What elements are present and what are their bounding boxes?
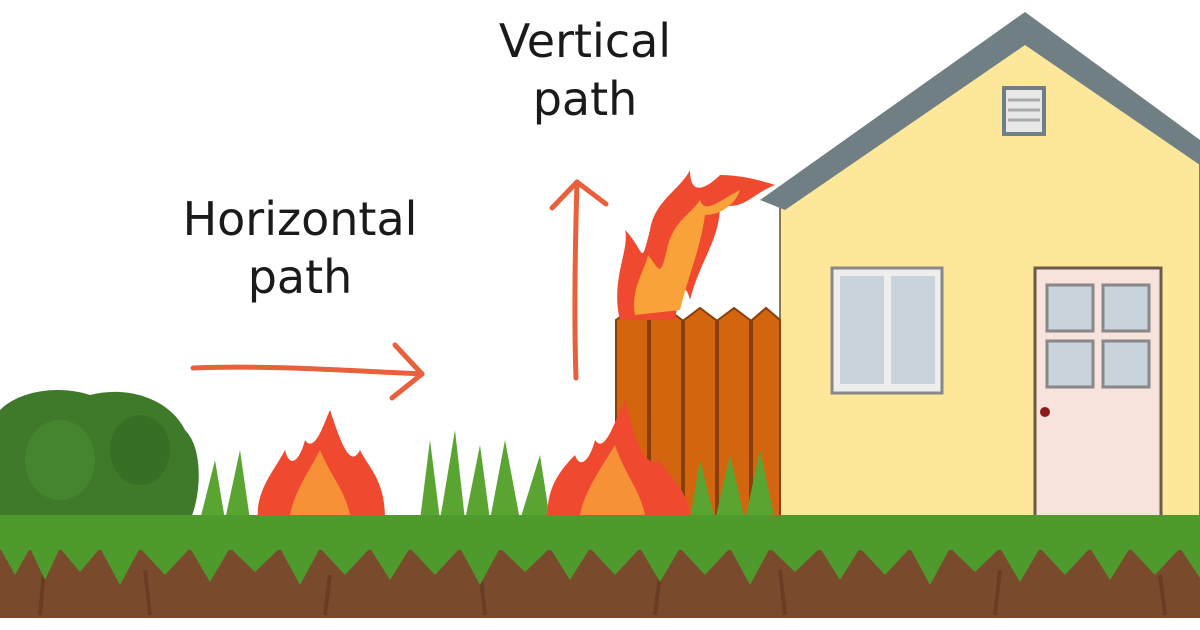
ground-flame-left	[257, 410, 385, 520]
ground-flame-right	[547, 400, 690, 520]
roof	[760, 12, 1200, 210]
door-knob	[1040, 407, 1050, 417]
tall-grass	[200, 430, 775, 520]
vertical-path-label: Vertical path	[440, 12, 730, 128]
grass-blades	[0, 548, 1200, 585]
vertical-arrow-icon	[549, 179, 609, 381]
grass-strip	[0, 515, 1200, 550]
fence-flame	[617, 170, 775, 320]
bush	[0, 390, 199, 520]
attic-vent	[1002, 86, 1046, 136]
horizontal-label-line2: path	[247, 250, 353, 304]
vertical-label-line1: Vertical	[498, 14, 672, 68]
vertical-label-line2: path	[532, 72, 638, 126]
horizontal-arrow-icon	[190, 342, 425, 401]
horizontal-path-label: Horizontal path	[150, 190, 450, 306]
house	[760, 12, 1200, 525]
horizontal-label-line1: Horizontal	[182, 192, 418, 246]
door	[1033, 266, 1163, 525]
window	[830, 266, 944, 395]
